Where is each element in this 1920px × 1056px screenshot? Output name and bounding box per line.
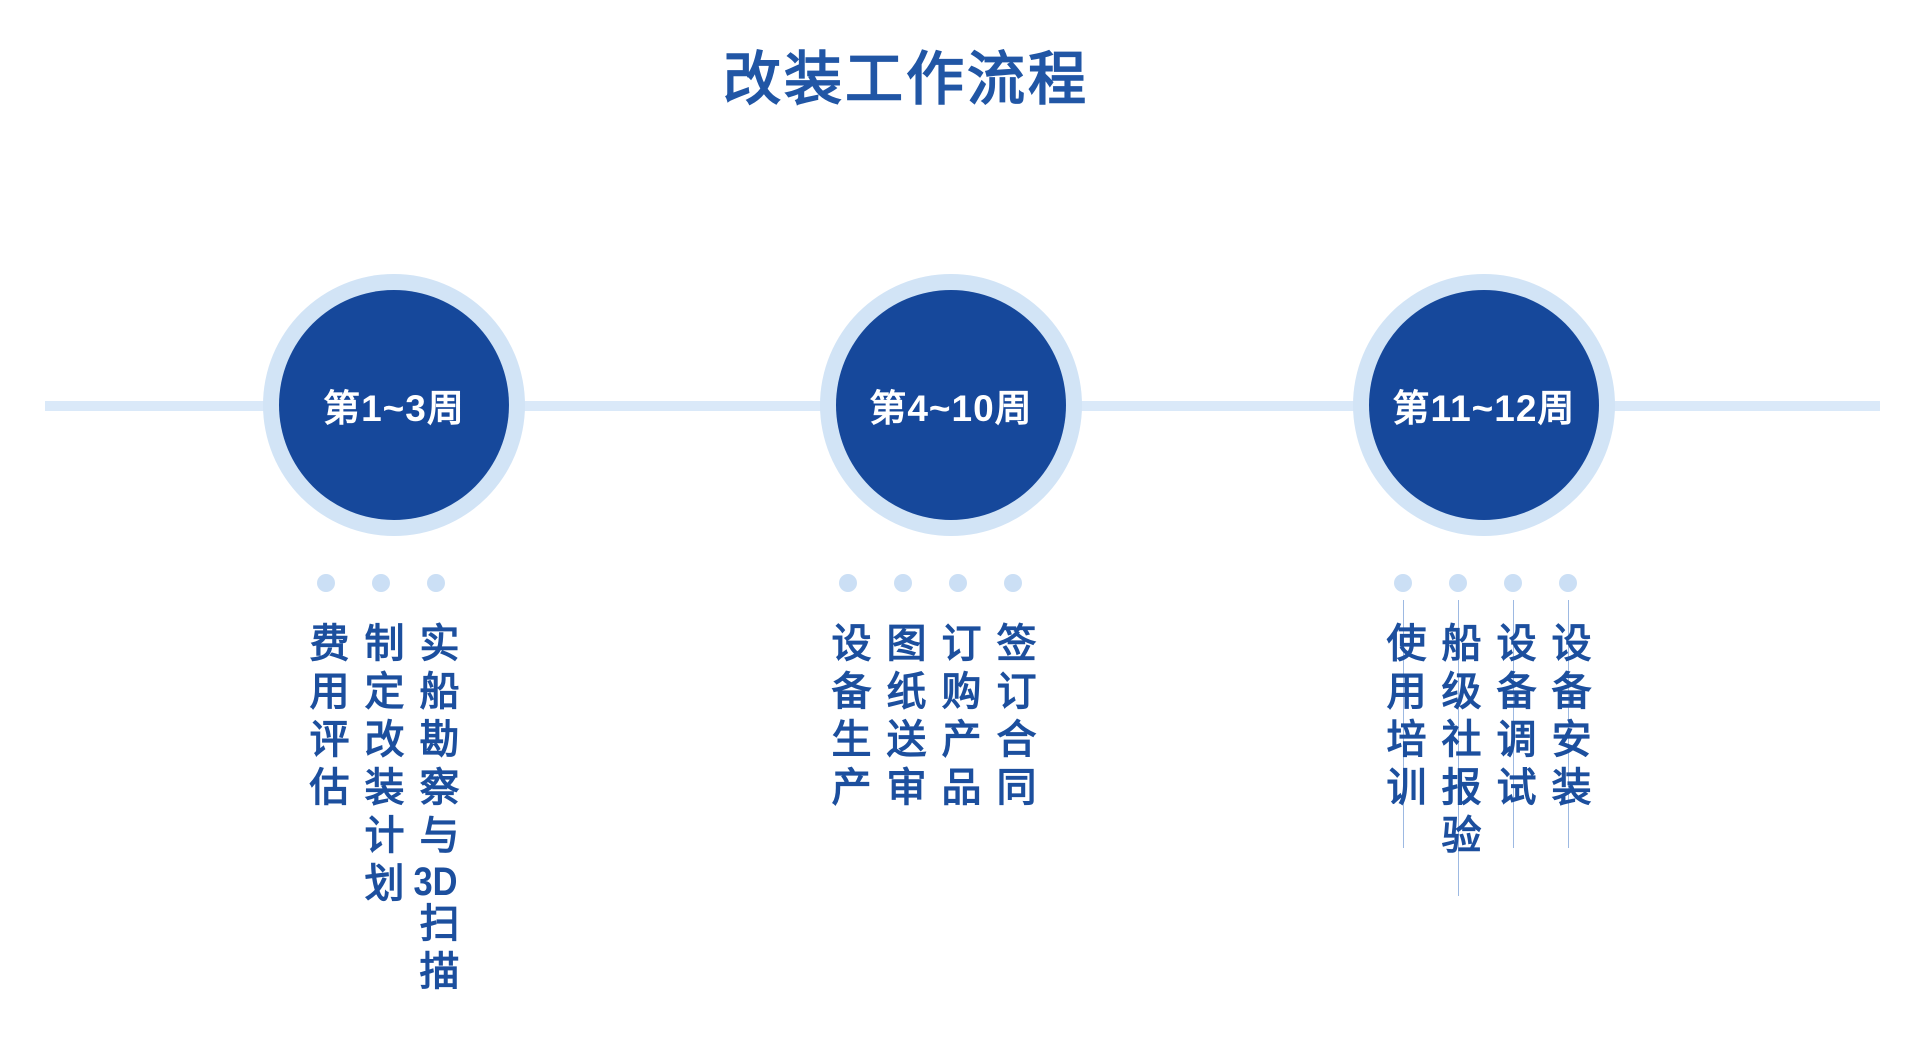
phase-3-steps: 设备安装设备调试船级社报验使用培训 <box>1375 574 1595 896</box>
workflow-step: 船级社报验 <box>1430 574 1485 896</box>
phase-2-circle: 第4~10周 <box>820 274 1082 536</box>
phase-3-week-label: 第11~12周 <box>1392 388 1576 429</box>
step-label: 设备安装 <box>1545 622 1590 814</box>
step-dot <box>893 574 912 592</box>
step-label: 签订合同 <box>990 622 1035 814</box>
phase-1-steps: 实船勘察与3D扫描制定改装计划费用评估 <box>298 574 463 998</box>
phase-2-steps: 签订合同订购产品图纸送审设备生产 <box>820 574 1040 814</box>
step-label: 船级社报验 <box>1435 622 1480 862</box>
phase-2-circle-inner: 第4~10周 <box>836 290 1066 520</box>
workflow-step: 费用评估 <box>298 574 353 814</box>
step-dot <box>1003 574 1022 592</box>
step-dot <box>948 574 967 592</box>
workflow-step: 签订合同 <box>985 574 1040 814</box>
diagram-title: 改装工作流程 <box>722 47 1089 112</box>
step-dot <box>1558 574 1577 592</box>
workflow-step: 设备生产 <box>820 574 875 814</box>
workflow-step: 图纸送审 <box>875 574 930 814</box>
step-dot <box>1448 574 1467 592</box>
step-dot <box>1503 574 1522 592</box>
step-dot <box>426 574 445 592</box>
phase-3-circle: 第11~12周 <box>1353 274 1615 536</box>
step-label: 设备生产 <box>825 622 870 814</box>
step-label: 实船勘察与3D扫描 <box>413 622 458 998</box>
phase-1-week-label: 第1~3周 <box>323 388 465 429</box>
phase-1-circle: 第1~3周 <box>263 274 525 536</box>
workflow-step: 订购产品 <box>930 574 985 814</box>
workflow-step: 使用培训 <box>1375 574 1430 848</box>
step-dot <box>316 574 335 592</box>
step-label: 费用评估 <box>303 622 348 814</box>
step-dot <box>1393 574 1412 592</box>
workflow-step: 实船勘察与3D扫描 <box>408 574 463 998</box>
step-label: 制定改装计划 <box>358 622 403 910</box>
phase-2-week-label: 第4~10周 <box>869 388 1033 429</box>
phase-1-circle-inner: 第1~3周 <box>279 290 509 520</box>
step-dot <box>838 574 857 592</box>
step-label: 使用培训 <box>1380 622 1425 814</box>
step-dot <box>371 574 390 592</box>
step-label: 订购产品 <box>935 622 980 814</box>
workflow-step: 制定改装计划 <box>353 574 408 910</box>
workflow-step: 设备安装 <box>1540 574 1595 848</box>
step-label: 图纸送审 <box>880 622 925 814</box>
step-label: 设备调试 <box>1490 622 1535 814</box>
phase-3-circle-inner: 第11~12周 <box>1369 290 1599 520</box>
workflow-step: 设备调试 <box>1485 574 1540 848</box>
